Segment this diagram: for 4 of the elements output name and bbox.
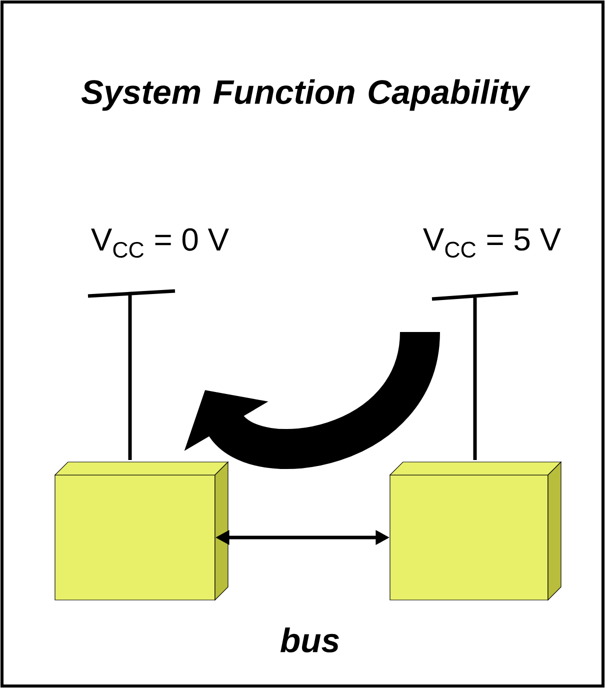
voltage-label: V$_{CC}$ = 0 V	[91, 228, 229, 258]
title: System Function Capability	[81, 79, 530, 111]
voltage-label: V$_{CC}$ = 5 V	[423, 228, 561, 258]
bus-label: bus	[280, 628, 339, 652]
